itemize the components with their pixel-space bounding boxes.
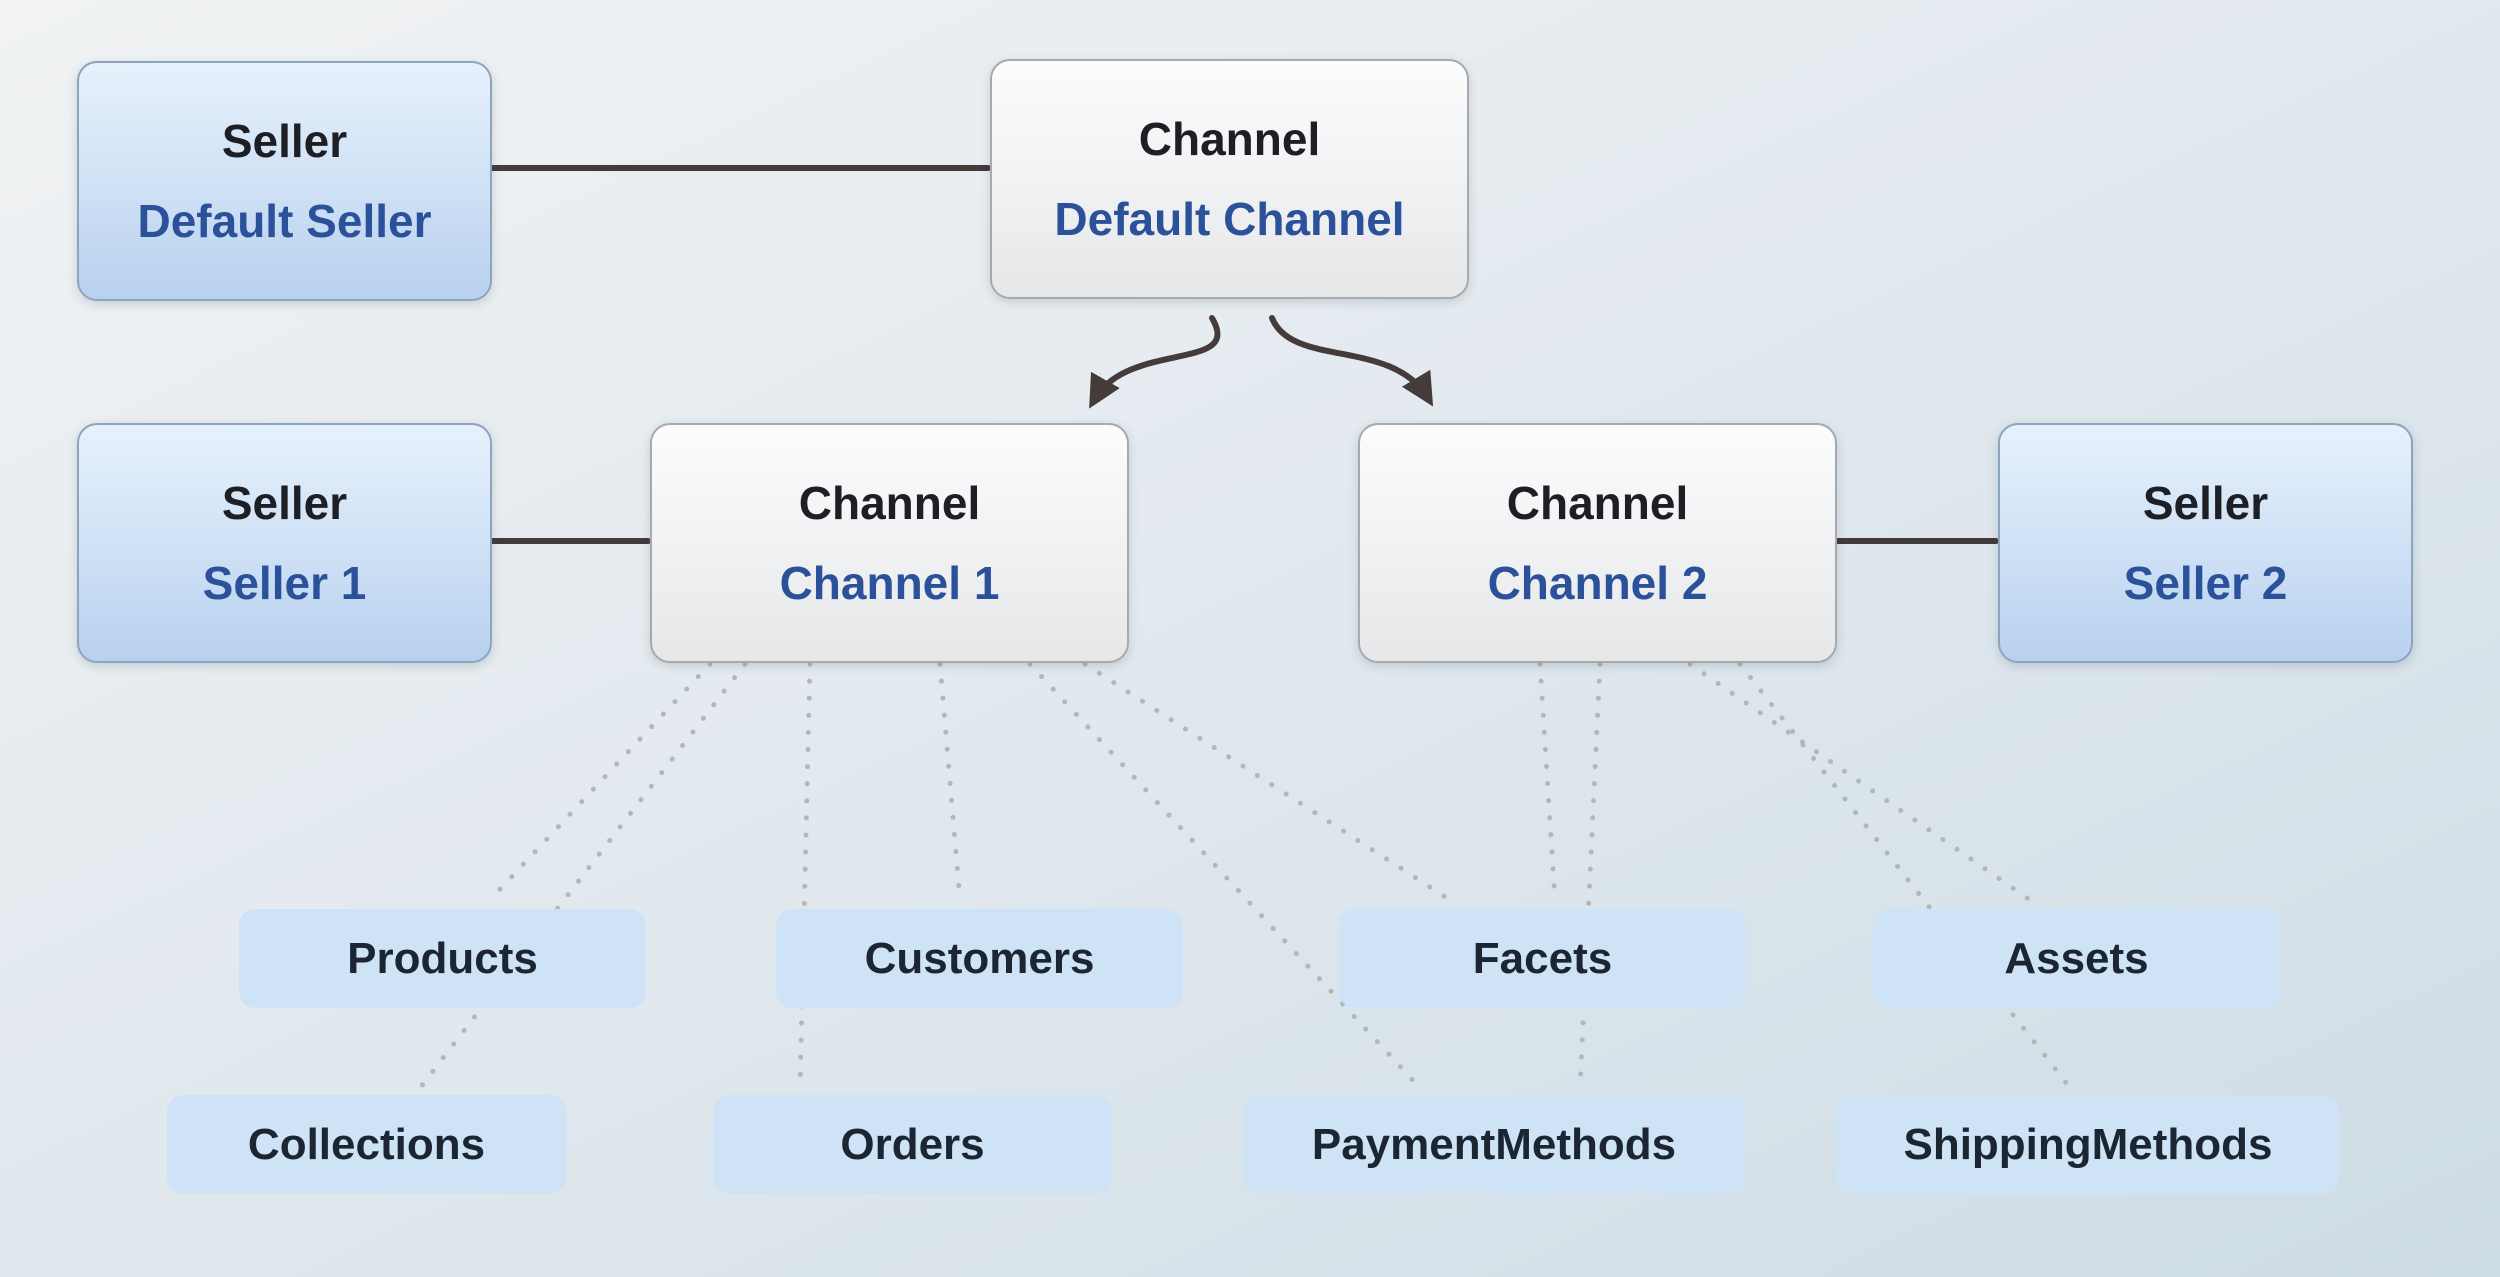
entity-customers: Customers [776, 909, 1183, 1008]
entity-assets: Assets [1873, 909, 2280, 1008]
edge-channel1-customers [937, 661, 963, 903]
edge-channel1-payment-methods [1027, 661, 1423, 1091]
node-seller-2: Seller Seller 2 [1998, 423, 2413, 663]
entity-facets: Facets [1339, 909, 1746, 1008]
node-type-label: Seller [2142, 477, 2269, 529]
node-name-label: Default Seller [137, 195, 432, 247]
edge-channel2-facets [1537, 661, 1558, 903]
edge-channel1-facets [1082, 661, 1453, 903]
node-name-label: Seller 1 [202, 557, 367, 609]
node-type-label: Channel [1506, 477, 1689, 529]
node-default-seller: Seller Default Seller [77, 61, 492, 301]
node-channel-1: Channel Channel 1 [650, 423, 1129, 663]
node-name-label: Channel 2 [1487, 557, 1708, 609]
node-type-label: Channel [1138, 113, 1321, 165]
node-default-channel: Channel Default Channel [990, 59, 1469, 299]
entity-collections: Collections [167, 1095, 566, 1194]
edge-channel2-payment-methods [1577, 661, 1603, 1091]
entity-shipping-methods: ShippingMethods [1837, 1095, 2339, 1194]
entity-orders: Orders [713, 1095, 1112, 1194]
node-type-label: Seller [221, 115, 348, 167]
node-type-label: Channel [798, 477, 981, 529]
node-type-label: Seller [221, 477, 348, 529]
edge-channel1-products [487, 661, 713, 903]
entity-products: Products [239, 909, 646, 1008]
node-name-label: Channel 1 [779, 557, 1000, 609]
arrow-default-channel-to-channel1 [1089, 315, 1221, 409]
arrow-default-channel-to-channel2 [1269, 315, 1434, 407]
edge-channel1-orders [797, 661, 813, 1091]
edge-channel2-assets [1687, 661, 2033, 903]
node-channel-2: Channel Channel 2 [1358, 423, 1837, 663]
node-name-label: Default Channel [1054, 193, 1405, 245]
entity-payment-methods: PaymentMethods [1243, 1095, 1745, 1194]
node-name-label: Seller 2 [2123, 557, 2288, 609]
edge-channel2-shipping-methods [1737, 661, 2073, 1091]
node-seller-1: Seller Seller 1 [77, 423, 492, 663]
edge-channel1-collections [417, 661, 748, 1091]
